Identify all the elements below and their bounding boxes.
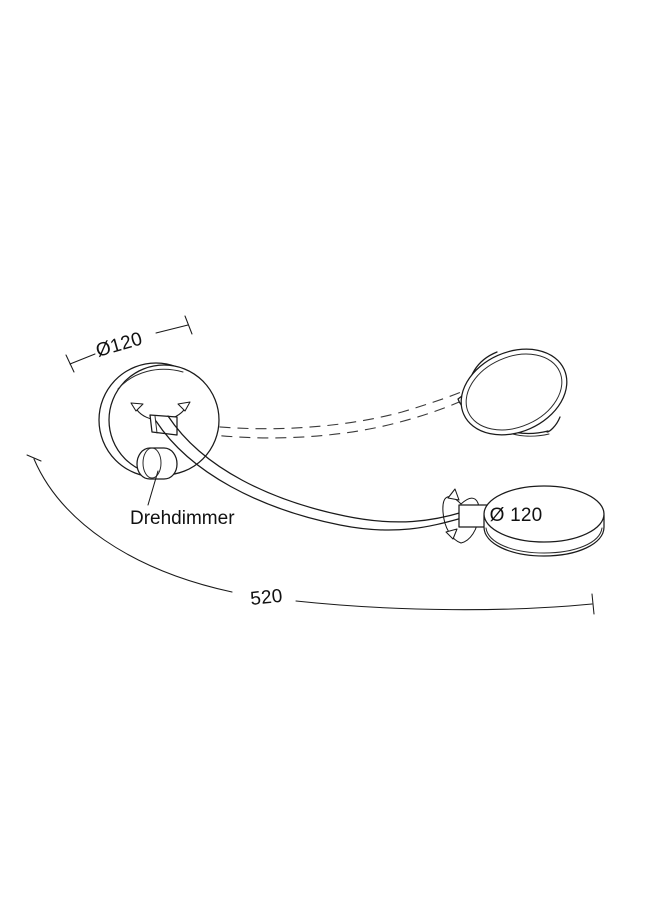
lamp-head-raised	[457, 348, 568, 437]
arm-raised-edge-lower	[167, 399, 465, 439]
rotary-dimmer-knob	[136, 447, 178, 480]
arm-raised-edge-upper	[165, 389, 467, 430]
head-raised-face	[460, 348, 568, 436]
rotation-arrowhead-bottom	[445, 528, 458, 540]
dimmer-knob-body	[136, 447, 178, 480]
head-lowered-thickness-inner	[485, 527, 603, 554]
reach-dimension-520: 520	[26, 454, 595, 615]
dimmer-knob-face	[142, 447, 162, 479]
head-lowered-face	[483, 485, 605, 543]
dimmer-leader-line	[147, 470, 159, 506]
dimmer-label: Drehdimmer	[130, 508, 235, 529]
reach-dimension-value: 520	[249, 586, 283, 610]
swivel-arrowhead-right	[177, 401, 191, 412]
wall-plate-rim-highlight	[117, 368, 184, 390]
lamp-head-lowered: Ø 120	[442, 485, 605, 557]
lamp-arm-raised	[165, 389, 467, 439]
reach-dim-arc-right	[295, 600, 593, 611]
swivel-arrowhead-left	[130, 402, 144, 412]
head-lowered-connector	[458, 504, 488, 528]
head-diameter-value: Ø 120	[490, 505, 543, 526]
lamp-arm-lowered	[155, 415, 464, 531]
reach-dim-tick-right	[591, 593, 595, 615]
plate-dim-line-right	[155, 324, 189, 334]
head-rotation-indicator	[442, 488, 480, 544]
dimmer-annotation: Drehdimmer	[130, 470, 235, 529]
plate-dim-line-left	[69, 353, 96, 365]
plate-dim-tick-right	[184, 315, 193, 335]
wall-mount-plate	[98, 362, 220, 480]
arm-lowered-edge-lower	[167, 415, 464, 523]
head-raised-face-inner	[465, 353, 563, 431]
swivel-arrow-indicator	[130, 401, 191, 421]
reach-dim-tick-left	[26, 454, 42, 462]
arm-mount-block-edge	[154, 415, 158, 434]
reach-dim-arc-left	[33, 458, 233, 593]
rotation-arrowhead-top	[447, 488, 460, 501]
arm-lowered-edge-upper	[155, 420, 463, 531]
head-raised-thickness-right	[546, 416, 561, 433]
